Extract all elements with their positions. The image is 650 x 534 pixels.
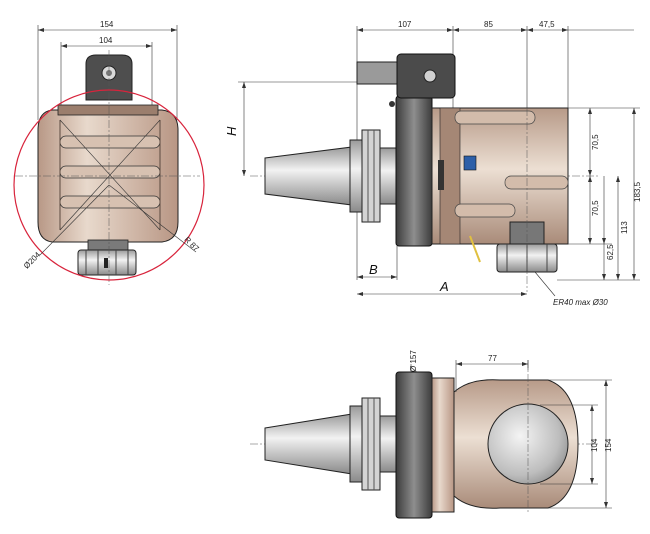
dim-top-v-outer: 154 xyxy=(604,438,613,452)
top-view: Ø 157 77 104 154 xyxy=(250,350,613,519)
swing-diameter-circle xyxy=(13,89,205,281)
side-flange xyxy=(395,95,433,247)
dim-top-2: 85 xyxy=(484,20,493,29)
collet-note: ER40 max Ø30 xyxy=(553,298,608,307)
side-view: 107 85 47,5 H xyxy=(224,20,642,307)
label-h: H xyxy=(224,126,239,136)
label-a: A xyxy=(439,279,449,294)
top-flange xyxy=(395,371,433,519)
dim-top-width: 77 xyxy=(488,354,497,363)
top-taper-shank xyxy=(264,413,353,475)
dim-radius: R 87 xyxy=(182,235,201,254)
dim-top-v-inner: 104 xyxy=(590,438,599,452)
dim-v-1: 70,5 xyxy=(591,134,600,150)
dim-top-diameter: Ø 157 xyxy=(409,350,418,372)
dim-width-inner: 104 xyxy=(99,36,113,45)
dim-diameter: Ø204 xyxy=(22,250,43,271)
taper-shank xyxy=(264,146,353,206)
dim-v-2: 70,5 xyxy=(591,200,600,216)
dim-v-5: 183,5 xyxy=(633,181,642,202)
dim-v-4: 113 xyxy=(620,221,629,234)
dim-width-outer: 154 xyxy=(100,20,114,29)
dim-v-3: 62,5 xyxy=(606,244,615,260)
dim-top-3: 47,5 xyxy=(539,20,555,29)
dim-top-1: 107 xyxy=(398,20,412,29)
label-b: B xyxy=(369,262,378,277)
front-view: 154 104 xyxy=(13,20,205,285)
